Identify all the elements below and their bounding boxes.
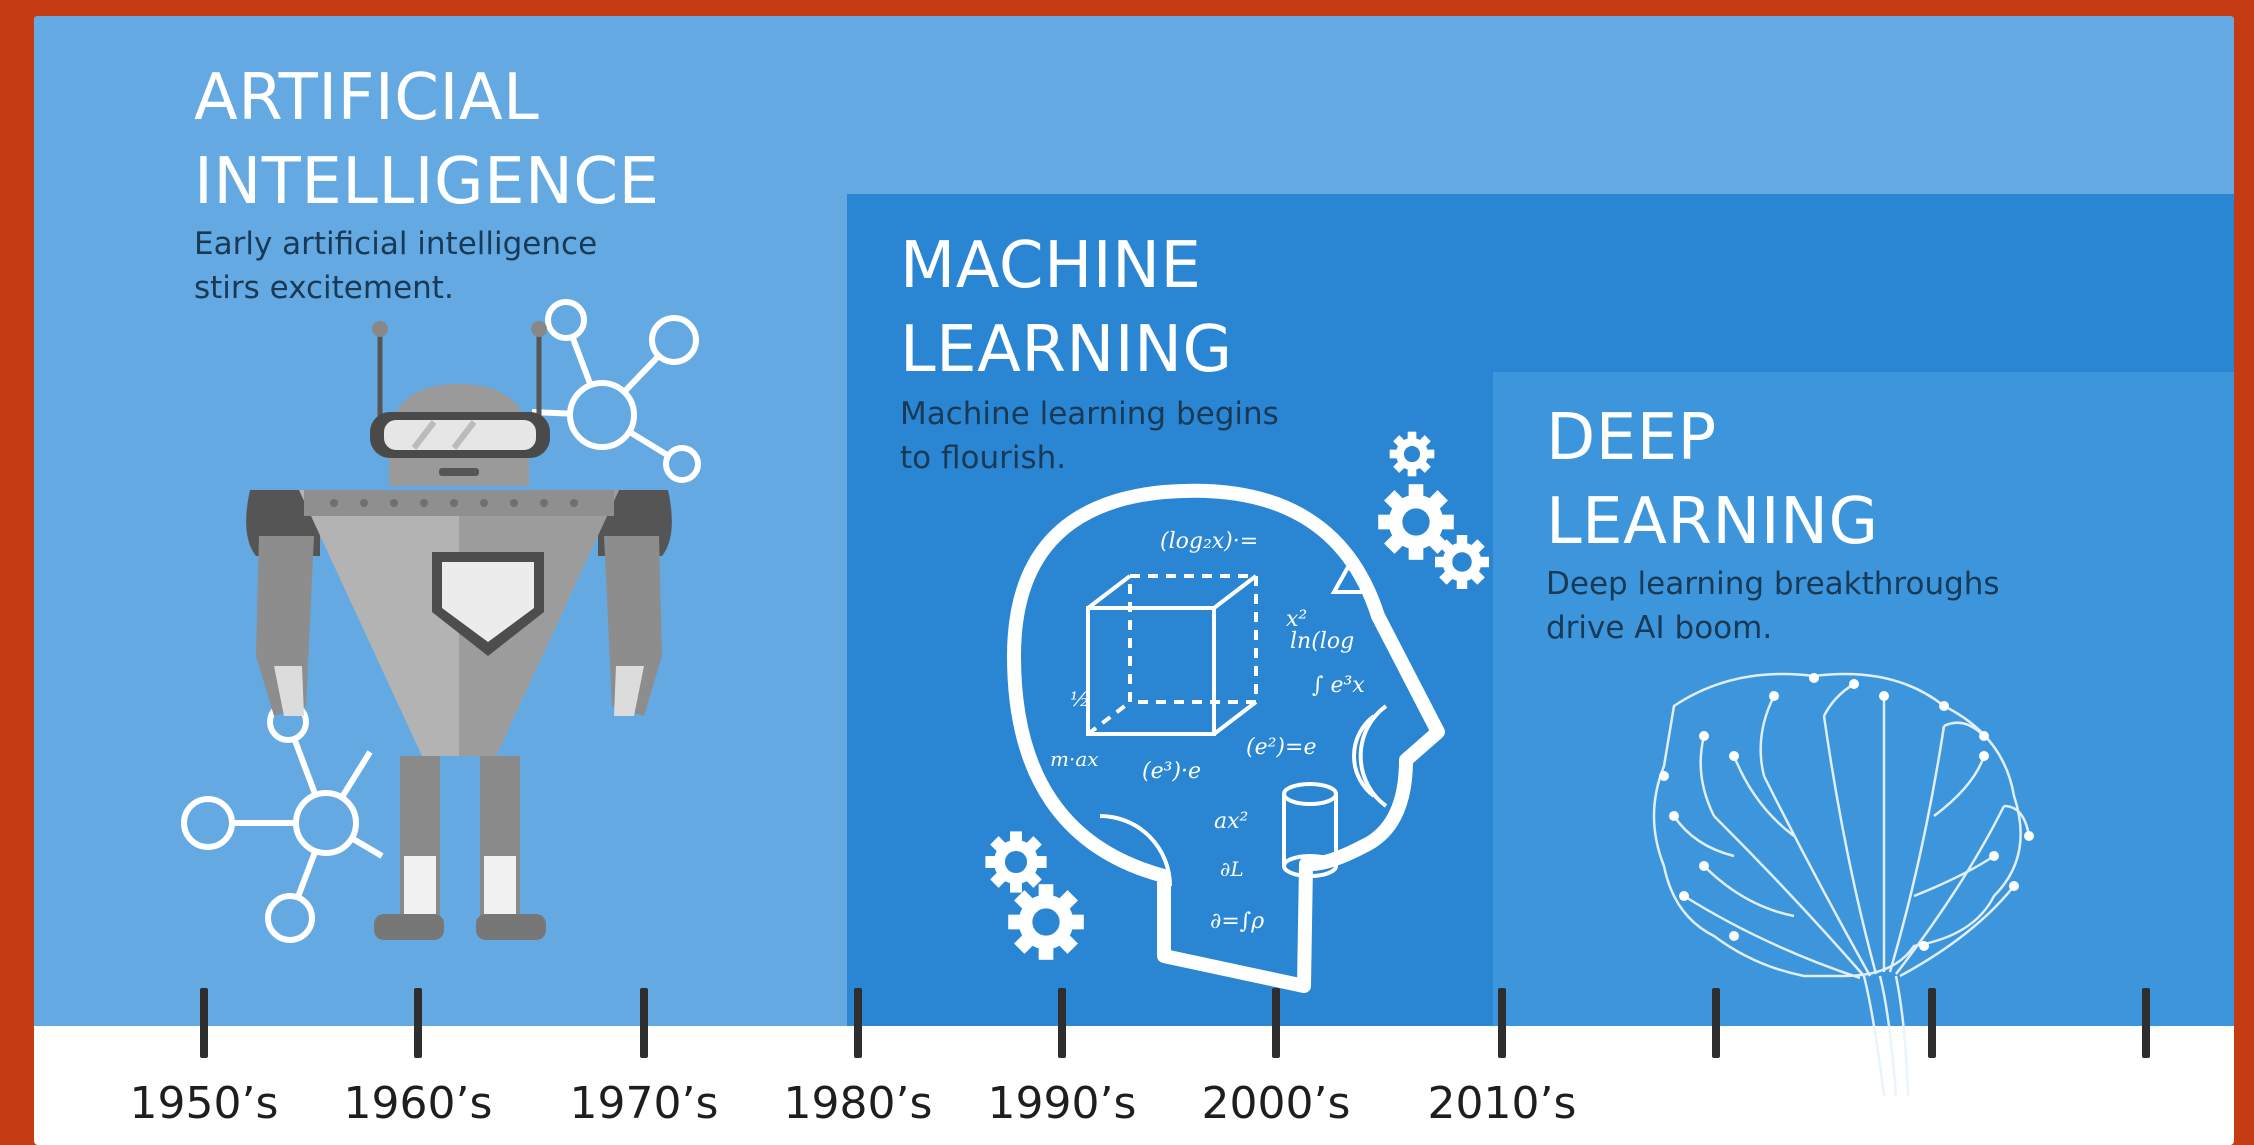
ml-title: MACHINE LEARNING (900, 229, 1233, 387)
timeline-label: 2010’s (1427, 1078, 1577, 1129)
timeline-label: 1970’s (569, 1078, 719, 1129)
svg-text:ax²: ax² (1214, 809, 1248, 834)
head-with-math-icon: (log₂x)·= x² ln(log ∫ e³x (e³)·e (e²)=e … (1007, 483, 1445, 993)
ai-subtitle: Early artificial intelligence stirs exci… (194, 226, 598, 306)
dl-title: DEEP LEARNING (1546, 401, 1879, 559)
molecule-icon (181, 299, 701, 943)
ai-title: ARTIFICIAL INTELLIGENCE (194, 61, 660, 219)
timeline-label: 2000’s (1201, 1078, 1351, 1129)
svg-text:x²: x² (1286, 607, 1307, 632)
timeline-tick (2142, 988, 2150, 1058)
svg-text:ln(log: ln(log (1290, 629, 1354, 654)
svg-text:∫ e³x: ∫ e³x (1312, 673, 1365, 698)
timeline-tick (1498, 988, 1506, 1058)
svg-text:m·ax: m·ax (1050, 747, 1099, 771)
svg-text:∂L: ∂L (1220, 857, 1244, 881)
brain-circuit-icon (1652, 672, 2034, 1097)
timeline-tick (1928, 988, 1936, 1058)
robot-icon (246, 321, 672, 940)
dl-era-panel (1493, 372, 2234, 1026)
timeline-label: 1960’s (343, 1078, 493, 1129)
timeline-tick (1058, 988, 1066, 1058)
timeline-label: 1950’s (129, 1078, 279, 1129)
svg-text:(log₂x)·=: (log₂x)·= (1160, 529, 1258, 554)
timeline-tick (1272, 988, 1280, 1058)
timeline-label: 1980’s (783, 1078, 933, 1129)
timeline-tick (854, 988, 862, 1058)
svg-text:∂=∫ρ: ∂=∫ρ (1210, 909, 1264, 934)
timeline-tick (414, 988, 422, 1058)
svg-text:½: ½ (1070, 687, 1089, 711)
timeline-tick (200, 988, 208, 1058)
timeline-tick (1712, 988, 1720, 1058)
svg-text:(e³)·e: (e³)·e (1142, 759, 1201, 784)
ml-subtitle: Machine learning begins to flourish. (900, 396, 1279, 476)
timeline-label: 1990’s (987, 1078, 1137, 1129)
svg-text:(e²)=e: (e²)=e (1246, 735, 1316, 760)
ai-timeline-infographic: ARTIFICIAL INTELLIGENCE Early artificial… (34, 16, 2234, 1145)
timeline-axis: 1950’s 1960’s 1970’s 1980’s 1990’s 2000’… (34, 16, 2234, 1145)
dl-subtitle: Deep learning breakthroughs drive AI boo… (1546, 566, 2000, 646)
timeline-tick (640, 988, 648, 1058)
